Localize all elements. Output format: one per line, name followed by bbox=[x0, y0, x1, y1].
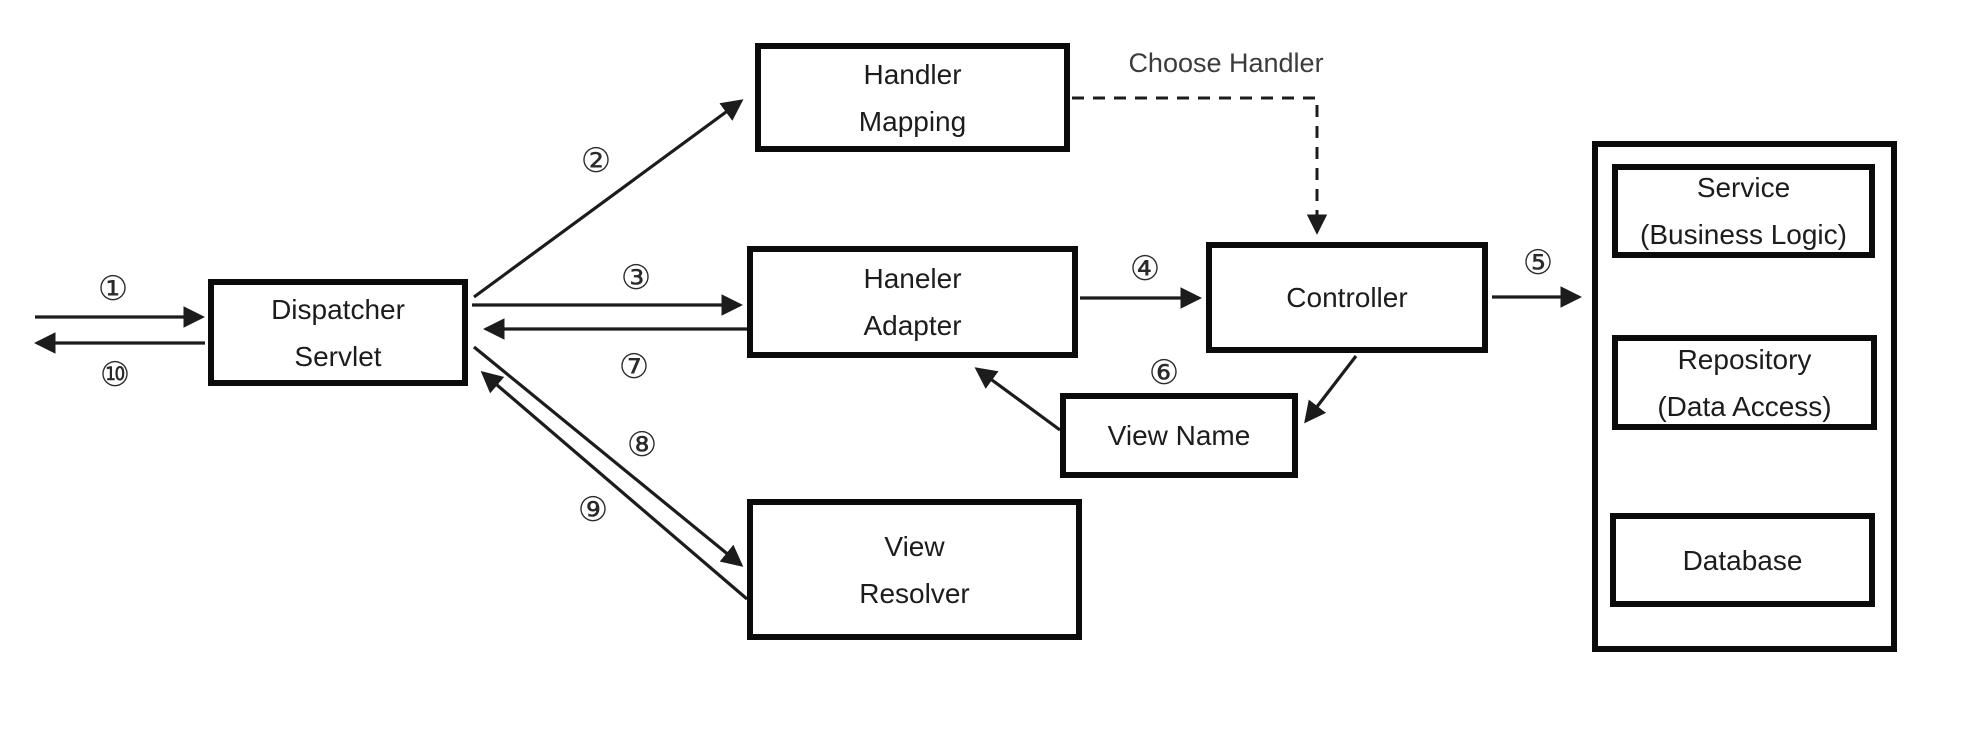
step-marker-3: ③ bbox=[620, 258, 652, 298]
step-marker-7: ⑦ bbox=[618, 347, 650, 387]
step-marker-9: ⑨ bbox=[577, 490, 609, 530]
step-marker-5: ⑤ bbox=[1522, 243, 1554, 283]
node-label-line: Database bbox=[1682, 544, 1803, 576]
step-marker-8: ⑧ bbox=[626, 425, 658, 465]
node-label-line: Dispatcher bbox=[271, 293, 405, 325]
node-handler-mapping: Handler Mapping bbox=[755, 43, 1070, 152]
arrow-step2-to-handler-mapping bbox=[473, 99, 744, 299]
node-label-line: View Name bbox=[1107, 420, 1251, 451]
node-controller: Controller bbox=[1206, 242, 1488, 353]
node-view-name: View Name bbox=[1060, 393, 1298, 478]
node-view-resolver: View Resolver bbox=[747, 499, 1082, 640]
node-label-line: Controller bbox=[1286, 282, 1408, 313]
node-label-line: Resolver bbox=[859, 577, 970, 609]
node-database: Database bbox=[1610, 513, 1875, 607]
node-label-line: Mapping bbox=[858, 105, 967, 137]
arrow-controller-to-view-name bbox=[1304, 355, 1358, 424]
step-marker-2: ② bbox=[580, 141, 612, 181]
dashed-arrow-choose-handler bbox=[1072, 96, 1328, 235]
arrow-step6-viewname-to-adapter bbox=[974, 367, 1061, 432]
step-marker-4: ④ bbox=[1129, 249, 1161, 289]
node-repository: Repository (Data Access) bbox=[1612, 335, 1877, 430]
node-label-line: Servlet bbox=[294, 340, 382, 372]
node-label-line: Repository bbox=[1677, 343, 1812, 375]
arrow-step9-resolver-to-dispatcher bbox=[480, 371, 749, 601]
step-marker-6: ⑥ bbox=[1148, 353, 1180, 393]
node-dispatcher-servlet: Dispatcher Servlet bbox=[208, 279, 468, 386]
node-label-line: Service bbox=[1696, 172, 1791, 203]
node-label-line: (Business Logic) bbox=[1640, 219, 1847, 250]
node-label-line: View bbox=[884, 530, 945, 562]
node-label-line: (Data Access) bbox=[1657, 390, 1832, 422]
node-label-line: Haneler bbox=[863, 263, 962, 294]
node-label-line: Adapter bbox=[863, 310, 962, 341]
node-label-line: Handler bbox=[863, 58, 962, 90]
node-handler-adapter: Haneler Adapter bbox=[747, 246, 1078, 358]
arrow-step8-to-view-resolver bbox=[472, 345, 744, 567]
step-marker-1: ① bbox=[97, 269, 129, 309]
choose-handler-label: Choose Handler bbox=[1128, 48, 1324, 78]
step-marker-10: ⑩ bbox=[99, 355, 131, 395]
node-service: Service (Business Logic) bbox=[1612, 164, 1875, 258]
